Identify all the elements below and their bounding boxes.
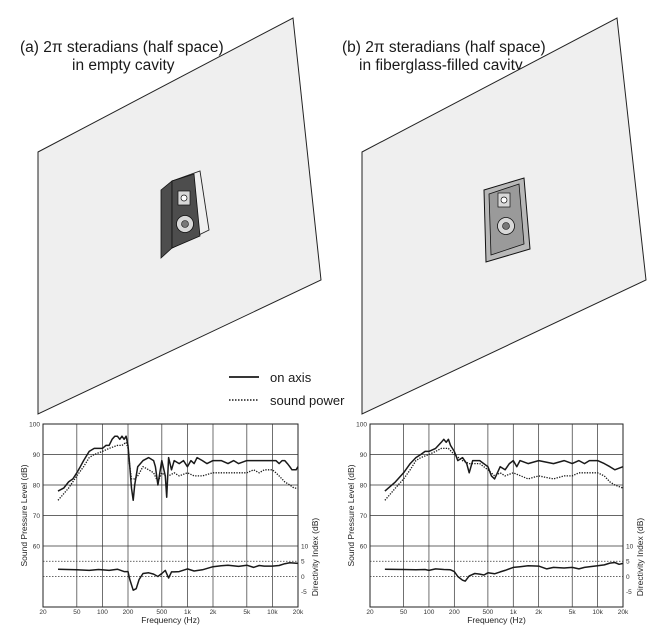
y-tick-label: 100	[29, 421, 40, 428]
x-tick-label: 20k	[293, 609, 304, 616]
y-tick-label: 80	[360, 482, 368, 489]
x-tick-label: 100	[424, 609, 435, 616]
legend: on axis sound power	[229, 370, 345, 408]
x-axis-label: Frequency (Hz)	[467, 615, 526, 625]
x-tick-label: 20	[366, 609, 374, 616]
y-right-tick-label: 5	[301, 559, 305, 566]
x-tick-label: 200	[449, 609, 460, 616]
x-tick-label: 5k	[569, 609, 577, 616]
panel-a-title-line1: (a) 2π steradians (half space)	[20, 39, 224, 56]
y-tick-label: 90	[33, 452, 41, 459]
x-tick-label: 500	[482, 609, 493, 616]
y-right-tick-label: 5	[626, 559, 630, 566]
x-tick-label: 100	[97, 609, 108, 616]
x-tick-label: 1k	[510, 609, 518, 616]
legend-sound-power-label: sound power	[270, 393, 345, 408]
y-right-tick-label: 10	[626, 543, 634, 550]
y-tick-label: 70	[360, 513, 368, 520]
x-tick-label: 50	[400, 609, 408, 616]
x-axis-label: Frequency (Hz)	[141, 615, 200, 625]
y-right-tick-label: 0	[301, 574, 305, 581]
y-tick-label: 90	[360, 452, 368, 459]
speaker-icon	[160, 170, 210, 259]
panel-b-title-line1: (b) 2π steradians (half space)	[342, 39, 546, 56]
y-tick-label: 60	[33, 543, 41, 550]
series-line-sound-power	[57, 441, 298, 501]
x-tick-label: 20k	[618, 609, 629, 616]
series-line-sound-power	[384, 447, 624, 501]
speaker-icon	[483, 177, 531, 263]
y-right-tick-label: -5	[626, 589, 632, 596]
x-tick-label: 10k	[267, 609, 278, 616]
x-tick-label: 10k	[592, 609, 603, 616]
y-tick-label: 100	[356, 421, 367, 428]
y-right-axis-label: Directivity Index (dB)	[635, 518, 645, 597]
x-tick-label: 500	[156, 609, 167, 616]
legend-on-axis-label: on axis	[270, 370, 312, 385]
wall-illustration-a	[37, 17, 322, 415]
y-right-axis-label: Directivity Index (dB)	[310, 518, 320, 597]
x-tick-label: 200	[123, 609, 134, 616]
x-tick-label: 20	[39, 609, 47, 616]
y-tick-label: 80	[33, 482, 41, 489]
series-line-directivity-index	[57, 562, 299, 591]
y-axis-label: Sound Pressure Level (dB)	[346, 464, 356, 566]
panel-a-title-line2: in empty cavity	[72, 57, 175, 74]
y-tick-label: 60	[360, 543, 368, 550]
x-tick-label: 1k	[184, 609, 192, 616]
wall-illustration-b	[361, 17, 647, 415]
x-tick-label: 2k	[535, 609, 543, 616]
panel-b-title-line2: in fiberglass-filled cavity	[359, 57, 523, 74]
series-line-directivity-index	[384, 561, 624, 582]
y-tick-label: 70	[33, 513, 41, 520]
y-axis-label: Sound Pressure Level (dB)	[19, 464, 29, 566]
series-line-on-axis	[57, 435, 299, 502]
x-tick-label: 2k	[210, 609, 218, 616]
y-right-tick-label: 0	[626, 574, 630, 581]
x-tick-label: 50	[73, 609, 81, 616]
series-line-on-axis	[384, 438, 624, 492]
y-right-tick-label: -5	[301, 589, 307, 596]
y-right-tick-label: 10	[301, 543, 309, 550]
x-tick-label: 5k	[243, 609, 251, 616]
